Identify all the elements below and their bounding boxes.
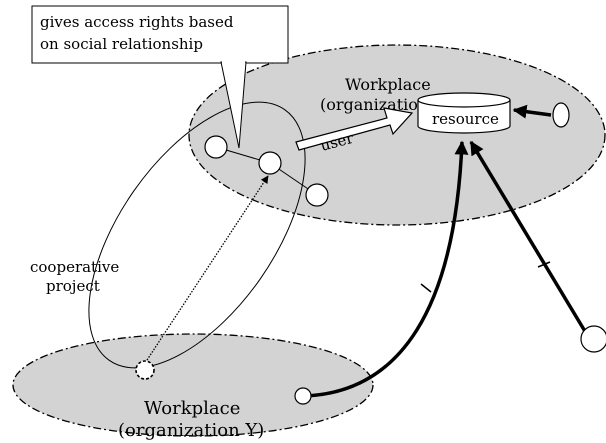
person-node-y-dashed xyxy=(135,360,155,380)
workplace-x-title: Workplace xyxy=(345,75,431,94)
callout-text-line1: gives access rights based xyxy=(40,13,234,31)
person-node-center xyxy=(258,151,282,175)
project-label-line2: project xyxy=(46,277,100,295)
thick-curve-y-to-resource xyxy=(304,140,469,398)
user-arrow xyxy=(295,107,414,151)
person-node-outside xyxy=(580,325,606,353)
arrow-outside-to-resource xyxy=(469,140,588,334)
person-node-right xyxy=(305,183,329,207)
callout-box xyxy=(31,5,289,149)
arrow-right-to-resource xyxy=(512,104,552,119)
cooperative-project-ellipse xyxy=(88,101,306,369)
workplace-y-title: Workplace xyxy=(144,398,240,419)
person-node-left xyxy=(204,135,228,159)
workplace-y-region xyxy=(12,333,374,437)
dotted-arrow-y-to-x xyxy=(146,175,269,361)
resource-cylinder xyxy=(417,92,511,134)
person-node-x-right xyxy=(552,102,570,128)
project-label-line1: cooperative xyxy=(30,258,119,276)
callout-text-line2: on social relationship xyxy=(40,35,203,53)
person-node-y-right xyxy=(294,387,312,405)
curve-tick-mark xyxy=(420,283,432,293)
resource-label: resource xyxy=(432,110,499,128)
line-tick-mark xyxy=(537,261,551,268)
workplace-x-region xyxy=(188,44,606,226)
workplace-y-subtitle: (organization Y) xyxy=(118,420,264,441)
